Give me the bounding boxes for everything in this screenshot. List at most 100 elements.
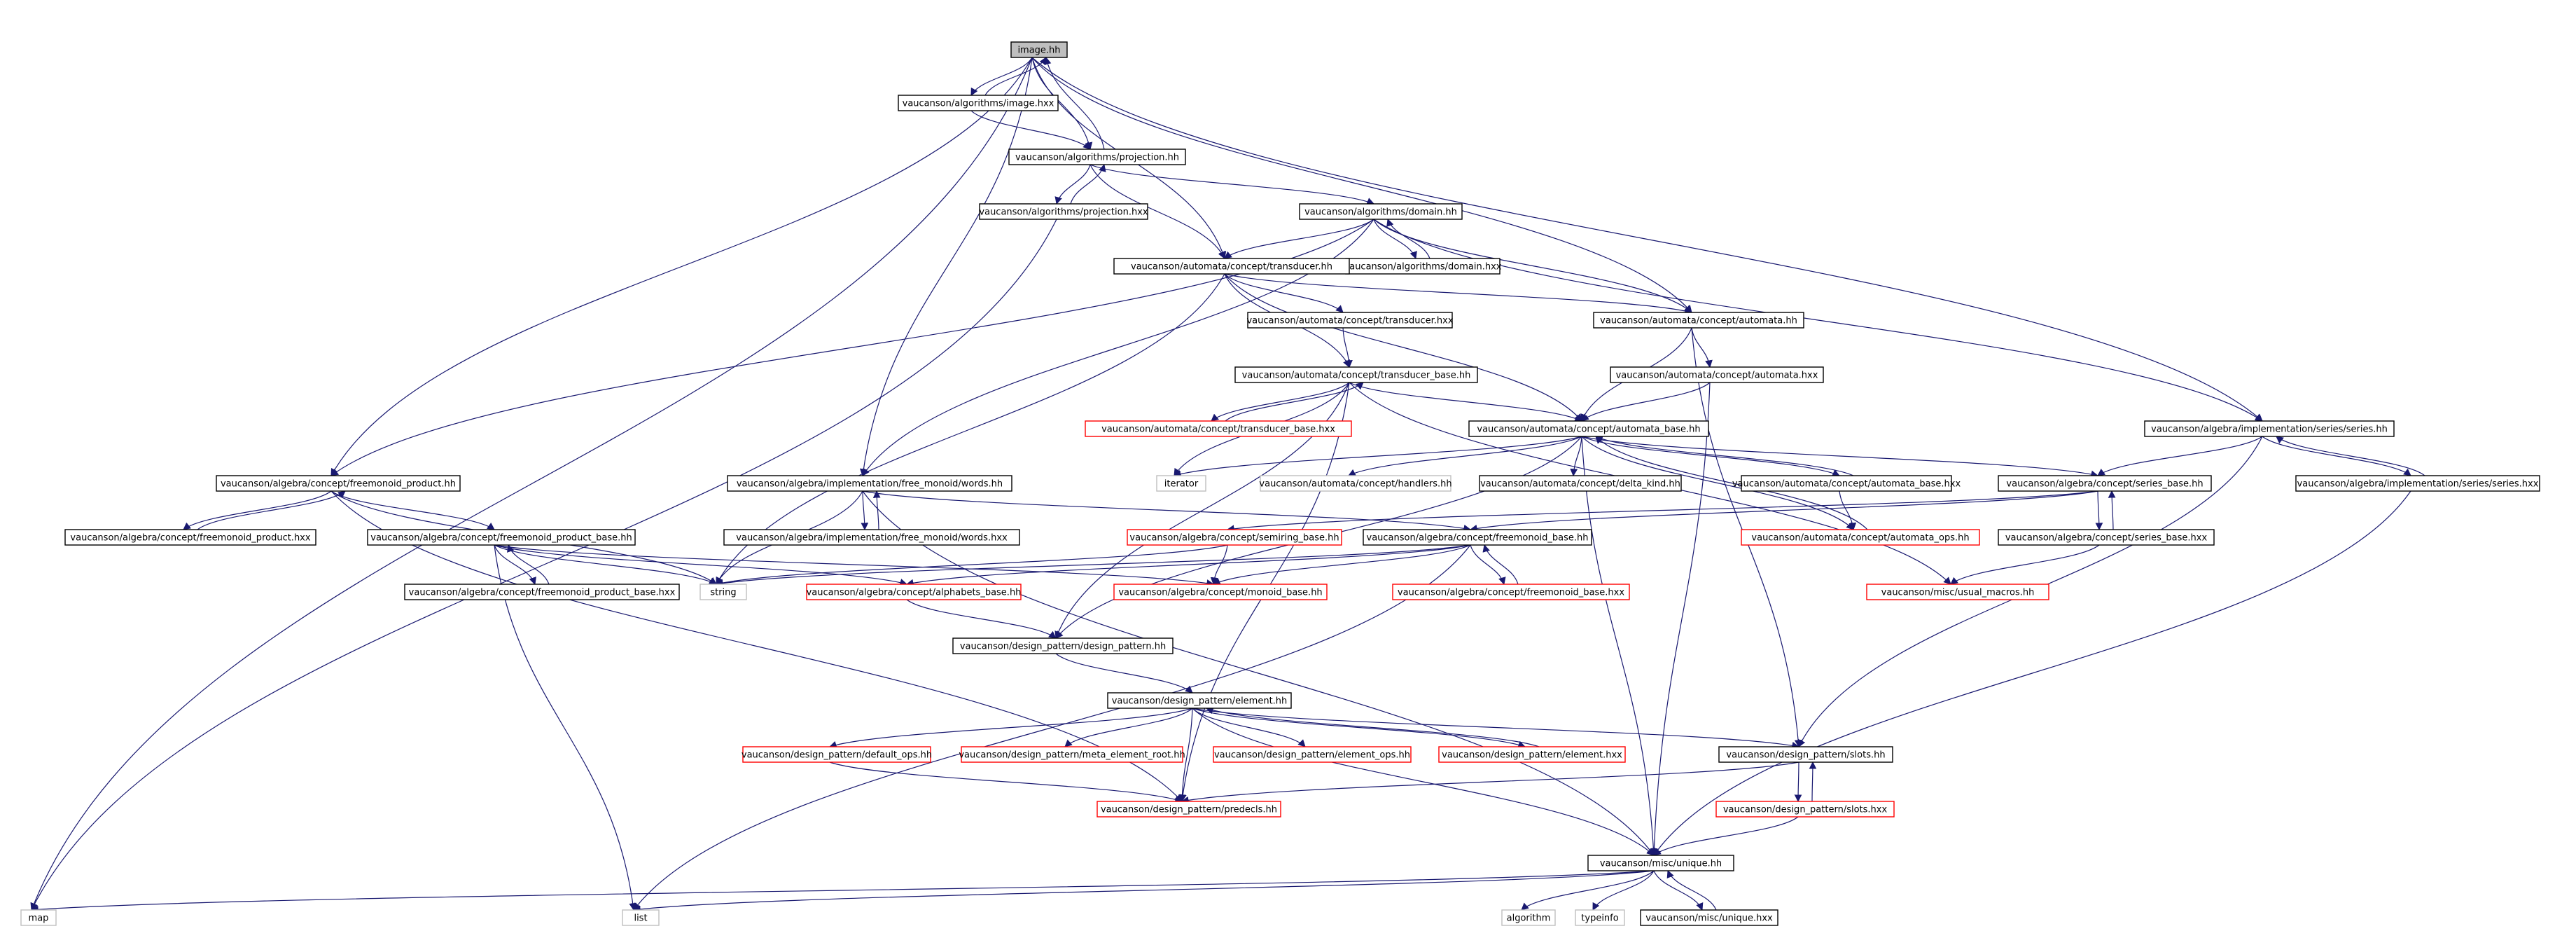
include-edge-automata_base_hh-to-series_base_hh (1581, 436, 2099, 478)
node-series-hh[interactable]: vaucanson/algebra/implementation/series/… (2144, 420, 2395, 437)
node-series-base-hh[interactable]: vaucanson/algebra/concept/series_base.hh (1998, 475, 2212, 492)
include-edge-image_hh-to-map (30, 57, 1033, 911)
node-label: vaucanson/algebra/concept/freemonoid_pro… (70, 533, 310, 544)
include-edge-domain_hh-to-freemonoid_product_hh (330, 219, 1374, 476)
node-slots-hxx[interactable]: vaucanson/design_pattern/slots.hxx (1715, 801, 1895, 818)
include-edge-freemonoid_base_hxx-to-freemonoid_base_hh (1482, 544, 1519, 585)
node-words-hh[interactable]: vaucanson/algebra/implementation/free_mo… (727, 475, 1012, 492)
node-automata-hxx[interactable]: vaucanson/automata/concept/automata.hxx (1610, 366, 1824, 383)
include-edge-freemonoid_base_hh-to-monoid_base_hh (1213, 544, 1471, 585)
node-domain-hxx[interactable]: vaucanson/algorithms/domain.hxx (1344, 258, 1502, 275)
node-list[interactable]: list (622, 909, 660, 926)
node-label: vaucanson/automata/concept/automata.hh (1600, 316, 1797, 326)
node-words-hxx[interactable]: vaucanson/algebra/implementation/free_mo… (723, 529, 1020, 546)
include-edge-freemonoid_product_base_hh-to-string (494, 544, 717, 585)
node-box (1501, 909, 1556, 926)
include-edge-automata_ops_hh-to-automata_base_hh (1595, 436, 1868, 530)
node-box (1156, 475, 1206, 492)
node-label: vaucanson/algebra/concept/series_base.hh (2006, 479, 2203, 490)
node-unique-hh[interactable]: vaucanson/misc/unique.hh (1587, 855, 1734, 871)
include-edge-domain_hxx-to-domain_hh (1386, 218, 1430, 259)
node-freemonoid-product-base-hxx[interactable]: vaucanson/algebra/concept/freemonoid_pro… (404, 584, 680, 600)
node-label: vaucanson/design_pattern/meta_element_ro… (959, 750, 1185, 761)
include-edge-series_hh-to-series_hxx (2262, 436, 2411, 476)
node-freemonoid-product-base-hh[interactable]: vaucanson/algebra/concept/freemonoid_pro… (367, 529, 636, 546)
node-transducer-base-hh[interactable]: vaucanson/automata/concept/transducer_ba… (1234, 366, 1478, 383)
node-automata-ops-hh[interactable]: vaucanson/automata/concept/automata_ops.… (1741, 529, 1980, 546)
node-box (1213, 746, 1412, 763)
node-monoid-base-hh[interactable]: vaucanson/algebra/concept/monoid_base.hh (1113, 584, 1328, 600)
node-handlers-hh[interactable]: vaucanson/automata/concept/handlers.hh (1259, 475, 1452, 492)
include-edge-words_hh-to-words_hxx (861, 490, 869, 531)
node-label: vaucanson/automata/concept/automata.hxx (1616, 371, 1818, 381)
node-label: vaucanson/design_pattern/element_ops.hh (1214, 750, 1410, 761)
node-transducer-hxx[interactable]: vaucanson/automata/concept/transducer.hx… (1246, 312, 1454, 329)
node-domain-hh[interactable]: vaucanson/algorithms/domain.hh (1299, 203, 1463, 220)
node-box (1260, 475, 1451, 492)
edge-layer (30, 56, 2425, 913)
node-usual-macros-hh[interactable]: vaucanson/misc/usual_macros.hh (1866, 584, 2049, 600)
node-element-ops-hh[interactable]: vaucanson/design_pattern/element_ops.hh (1213, 746, 1412, 763)
include-edge-element_hh-to-default_ops_hh (828, 708, 1193, 749)
include-edge-element_hh-to-element_hxx (1192, 708, 1526, 748)
include-edge-series_base_hxx-to-usual_macros_hh (1950, 544, 2100, 585)
node-label: vaucanson/algebra/concept/freemonoid_bas… (1398, 588, 1624, 598)
include-edge-transducer_hh-to-automata_base_hh (1224, 273, 1582, 422)
node-slots-hh[interactable]: vaucanson/design_pattern/slots.hh (1718, 746, 1893, 763)
node-projection-hxx[interactable]: vaucanson/algorithms/projection.hxx (979, 203, 1148, 220)
node-string[interactable]: string (699, 584, 747, 600)
node-image-hh[interactable]: image.hh (1010, 41, 1068, 58)
node-series-hxx[interactable]: vaucanson/algebra/implementation/series/… (2295, 475, 2540, 492)
node-label: list (634, 913, 647, 924)
include-edge-image_hh-to-words_hh (859, 57, 1033, 477)
node-default-ops-hh[interactable]: vaucanson/design_pattern/default_ops.hh (742, 746, 932, 763)
node-label: vaucanson/algebra/concept/semiring_base.… (1129, 533, 1339, 544)
include-edge-slots_hh-to-slots_hxx (1794, 761, 1802, 803)
node-map[interactable]: map (20, 909, 57, 926)
node-label: map (29, 913, 49, 924)
include-edge-semiring_base_hh-to-string (715, 544, 1228, 587)
node-automata-hh[interactable]: vaucanson/automata/concept/automata.hh (1593, 312, 1804, 329)
node-box (699, 584, 747, 600)
node-automata-base-hxx[interactable]: vaucanson/automata/concept/automata_base… (1732, 475, 1961, 492)
node-delta-kind-hh[interactable]: vaucanson/automata/concept/delta_kind.hh (1479, 475, 1682, 492)
node-design-pattern-hh[interactable]: vaucanson/design_pattern/design_pattern.… (952, 637, 1174, 654)
node-freemonoid-product-hxx[interactable]: vaucanson/algebra/concept/freemonoid_pro… (64, 529, 316, 546)
node-predecls-hh[interactable]: vaucanson/design_pattern/predecls.hh (1096, 801, 1281, 818)
node-freemonoid-base-hxx[interactable]: vaucanson/algebra/concept/freemonoid_bas… (1392, 584, 1630, 600)
node-label: vaucanson/misc/usual_macros.hh (1881, 588, 2035, 598)
include-edge-automata_base_hxx-to-automata_ops_hh (1839, 490, 1857, 531)
node-automata-base-hh[interactable]: vaucanson/automata/concept/automata_base… (1468, 420, 1709, 437)
node-meta-element-root-hh[interactable]: vaucanson/design_pattern/meta_element_ro… (959, 746, 1185, 763)
node-freemonoid-base-hh[interactable]: vaucanson/algebra/concept/freemonoid_bas… (1363, 529, 1592, 546)
node-freemonoid-product-hh[interactable]: vaucanson/algebra/concept/freemonoid_pro… (216, 475, 461, 492)
node-projection-hh[interactable]: vaucanson/algorithms/projection.hh (1008, 149, 1186, 165)
node-transducer-base-hxx[interactable]: vaucanson/automata/concept/transducer_ba… (1085, 420, 1352, 437)
node-semiring-base-hh[interactable]: vaucanson/algebra/concept/semiring_base.… (1127, 529, 1342, 546)
include-edge-default_ops_hh-to-predecls_hh (829, 761, 1183, 804)
node-label: vaucanson/design_pattern/element.hh (1112, 696, 1288, 707)
include-edge-projection_hh-to-image_hh (1043, 56, 1105, 150)
node-alphabets-base-hh[interactable]: vaucanson/algebra/concept/alphabets_base… (806, 584, 1022, 600)
node-transducer-hh[interactable]: vaucanson/automata/concept/transducer.hh (1113, 258, 1350, 275)
node-box (1363, 529, 1592, 546)
node-algorithm[interactable]: algorithm (1501, 909, 1556, 926)
include-edge-freemonoid_product_hh-to-freemonoid_product_base_hh (330, 490, 495, 530)
include-edge-series_hh-to-series_base_hh (2097, 436, 2263, 476)
node-label: vaucanson/algorithms/domain.hh (1304, 207, 1457, 218)
node-unique-hxx[interactable]: vaucanson/misc/unique.hxx (1640, 909, 1778, 926)
node-box (1741, 529, 1980, 546)
node-label: vaucanson/design_pattern/element.hxx (1442, 750, 1622, 761)
node-iterator[interactable]: iterator (1156, 475, 1206, 492)
node-label: vaucanson/algebra/implementation/series/… (2151, 425, 2388, 435)
node-typeinfo[interactable]: typeinfo (1575, 909, 1625, 926)
node-series-base-hxx[interactable]: vaucanson/algebra/concept/series_base.hx… (1998, 529, 2215, 546)
node-label: iterator (1164, 479, 1199, 490)
node-element-hh[interactable]: vaucanson/design_pattern/element.hh (1107, 692, 1292, 709)
node-element-hxx[interactable]: vaucanson/design_pattern/element.hxx (1438, 746, 1626, 763)
node-layer: image.hh vaucanson/algorithms/image.hxx va… (20, 41, 2540, 926)
node-box (622, 909, 660, 926)
include-edge-projection_hh-to-projection_hxx (1054, 164, 1091, 205)
include-edge-domain_hh-to-domain_hxx (1373, 219, 1417, 260)
node-algo-image-hxx[interactable]: vaucanson/algorithms/image.hxx (898, 95, 1059, 111)
